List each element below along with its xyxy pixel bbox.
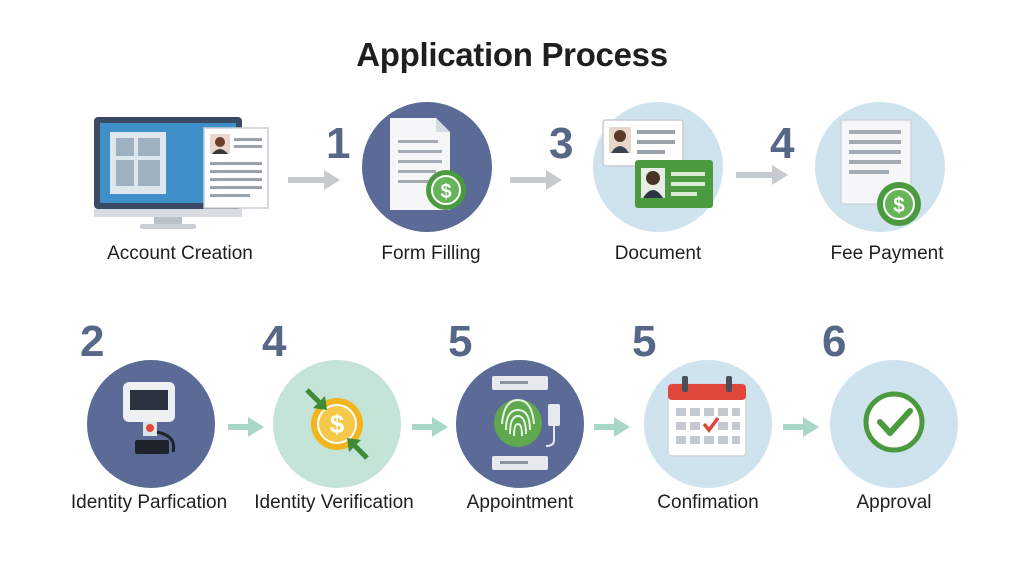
step-number: 4	[770, 119, 795, 168]
arrow-icon	[783, 417, 819, 442]
form-payment-icon: $	[362, 102, 492, 232]
step-label-document: Document	[614, 243, 702, 264]
arrow-icon	[594, 417, 630, 442]
arrow-icon	[736, 165, 788, 190]
id-cards-icon	[593, 102, 723, 232]
coin-exchange-icon: $	[273, 360, 401, 488]
step-label-account-creation: Account Creation	[107, 243, 253, 264]
step-number: 6	[822, 317, 847, 366]
fingerprint-icon	[456, 360, 584, 488]
step-number: 4	[262, 317, 287, 366]
svg-text:$: $	[330, 409, 345, 439]
arrow-icon	[228, 417, 264, 442]
arrow-icon	[412, 417, 448, 442]
step-label-appointment: Appointment	[466, 492, 574, 513]
svg-text:$: $	[440, 181, 451, 203]
arrow-icon	[510, 170, 562, 195]
step-number: 2	[80, 317, 105, 366]
invoice-payment-icon: $	[815, 102, 945, 232]
checkmark-icon	[830, 360, 958, 488]
step-label-identity-verification: Identity Verification	[254, 492, 414, 513]
step-label-fee-payment: Fee Payment	[830, 243, 944, 264]
step-number: 3	[549, 119, 574, 168]
step-number: 5	[448, 317, 473, 366]
calendar-check-icon	[644, 360, 772, 488]
step-label-approval: Approval	[856, 492, 932, 513]
step-label-identity-parfication: Identity Parfication	[70, 492, 228, 513]
step-number: 1	[326, 119, 351, 168]
step-label-confimation: Confimation	[657, 492, 759, 513]
arrow-icon	[288, 170, 340, 195]
computer-profile-icon	[92, 112, 277, 232]
step-number: 5	[632, 317, 657, 366]
id-scanner-icon	[87, 360, 215, 488]
svg-text:$: $	[893, 194, 905, 217]
step-label-form-filling: Form Filling	[381, 243, 481, 264]
page-title: Application Process	[356, 36, 668, 73]
